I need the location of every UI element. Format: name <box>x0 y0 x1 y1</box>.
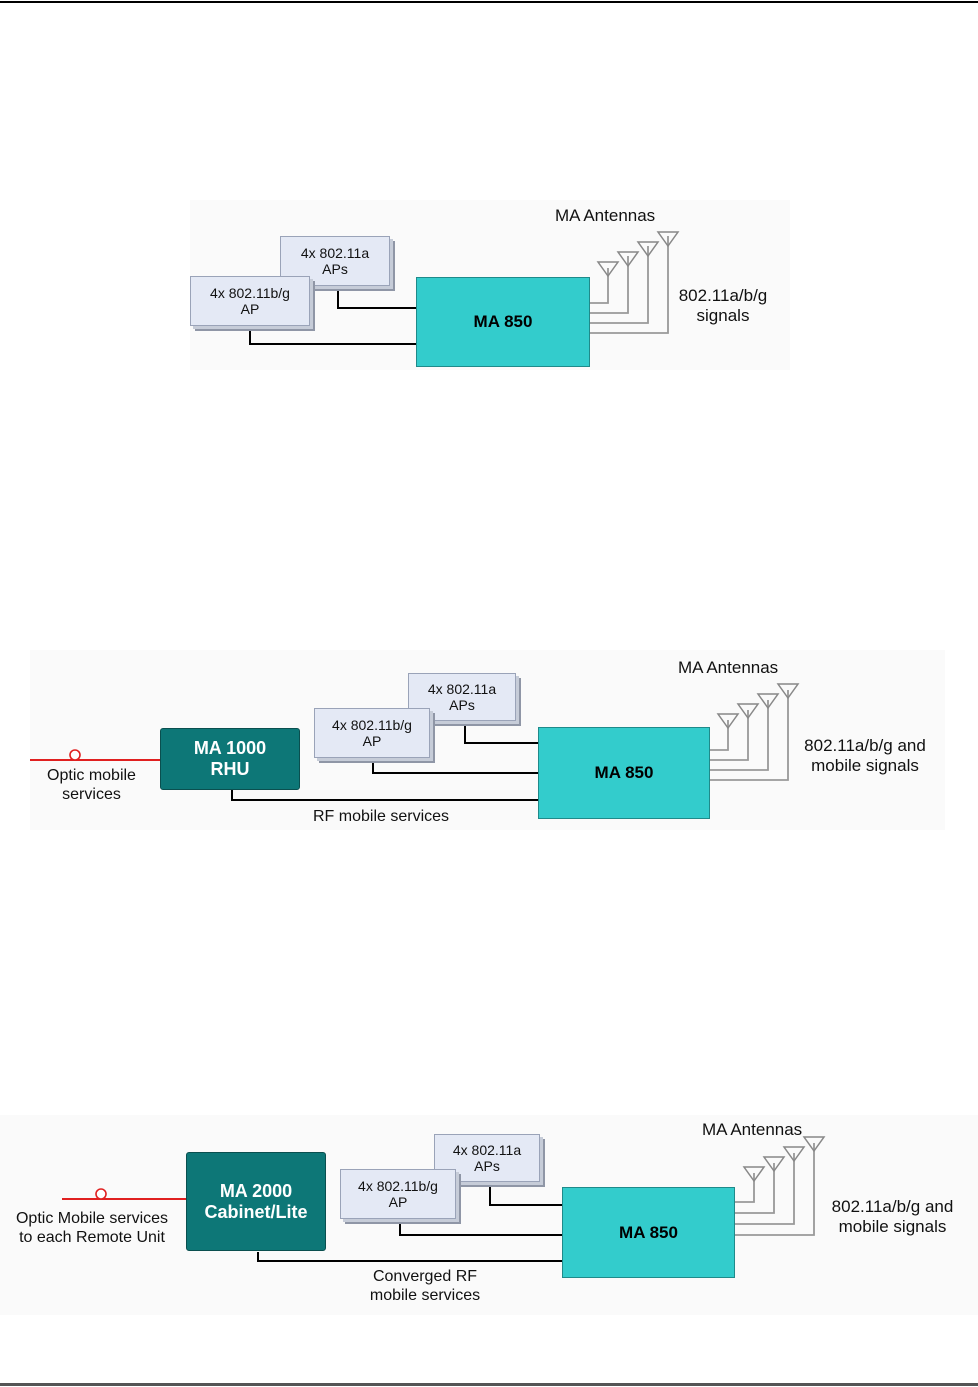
ap-box-11bg: 4x 802.11b/g AP <box>314 708 430 758</box>
ma2000-cabinet-unit: MA 2000 Cabinet/Lite <box>186 1152 326 1251</box>
line-11bg-to-hub <box>249 320 416 345</box>
unit-label-line: Cabinet/Lite <box>204 1201 308 1222</box>
antenna-icon <box>762 1156 786 1173</box>
antenna-label: MA Antennas <box>555 206 656 225</box>
rf-label: Converged RF mobile services <box>369 1268 481 1305</box>
ap-box-line: AP <box>240 301 260 317</box>
line-11a-to-hub <box>337 290 416 309</box>
ap-box-11bg: 4x 802.11b/g AP <box>340 1169 456 1219</box>
hub-label: MA 850 <box>594 763 654 783</box>
signals-label: 802.11a/b/g signals <box>678 286 768 326</box>
ma850-hub: MA 850 <box>416 277 590 367</box>
signals-label: 802.11a/b/g and mobile signals <box>831 1197 954 1237</box>
antenna-lines <box>735 1143 815 1236</box>
ap-box-line: 4x 802.11b/g <box>210 284 290 301</box>
top-rule <box>0 1 978 3</box>
antenna-icon <box>742 1166 766 1183</box>
optic-label: Optic Mobile services to each Remote Uni… <box>15 1210 169 1247</box>
diagram-1: 4x 802.11a APs 4x 802.11b/g AP MA 850 MA… <box>190 200 790 370</box>
optic-connector-icon <box>69 749 81 761</box>
antenna-icon <box>736 703 760 720</box>
ap-box-line: APs <box>449 697 475 713</box>
antenna-icon <box>636 241 660 258</box>
optic-connector-icon <box>95 1188 107 1200</box>
antenna-icon <box>616 251 640 268</box>
ap-box-line: APs <box>322 261 348 277</box>
antenna-lines <box>590 236 669 334</box>
diagram-2: MA 1000 RHU 4x 802.11a APs 4x 802.11b/g … <box>30 650 945 830</box>
unit-label-line: MA 2000 <box>219 1180 293 1201</box>
ap-box-line: 4x 802.11a <box>300 244 370 261</box>
ma1000-rhu-unit: MA 1000 RHU <box>160 728 300 790</box>
unit-label-line: RHU <box>210 759 250 779</box>
rf-label: RF mobile services <box>313 808 450 825</box>
diagram-3-connections <box>62 1136 826 1262</box>
ap-box-line: 4x 802.11b/g <box>358 1177 438 1194</box>
hub-label: MA 850 <box>473 312 533 332</box>
ap-box-line: 4x 802.11a <box>452 1141 522 1158</box>
bottom-rule <box>0 1383 978 1386</box>
antenna-icon <box>716 713 740 730</box>
unit-label-line: MA 1000 <box>193 738 267 759</box>
hub-label: MA 850 <box>619 1222 678 1242</box>
line-11a-to-hub <box>489 1183 562 1206</box>
antenna-lines <box>710 690 789 781</box>
antenna-icon <box>656 231 680 248</box>
optic-label: Optic mobile services <box>47 767 136 804</box>
ma850-hub: MA 850 <box>562 1187 735 1278</box>
antenna-label: MA Antennas <box>702 1120 803 1139</box>
antenna-icons <box>742 1136 826 1183</box>
ap-box-line: AP <box>388 1194 408 1210</box>
line-11a-to-hub <box>464 723 538 744</box>
ap-box-line: AP <box>362 733 382 749</box>
diagram-3: MA 2000 Cabinet/Lite 4x 802.11a APs 4x 8… <box>0 1115 978 1315</box>
line-rf-to-hub <box>231 790 538 801</box>
antenna-icon <box>756 693 780 710</box>
antenna-icons <box>716 683 800 730</box>
line-11bg-to-hub <box>372 758 538 774</box>
antenna-icon <box>802 1136 826 1153</box>
antenna-icon <box>776 683 800 700</box>
antenna-icon <box>782 1146 806 1163</box>
ap-box-line: APs <box>474 1158 500 1174</box>
ap-box-line: 4x 802.11a <box>427 680 497 697</box>
antenna-icon <box>596 261 620 278</box>
diagram-2-connections <box>30 683 800 801</box>
diagram-1-connections <box>249 231 680 345</box>
line-rf-to-hub <box>257 1252 562 1262</box>
ma850-hub: MA 850 <box>538 727 710 819</box>
antenna-label: MA Antennas <box>678 658 779 677</box>
antenna-icons <box>596 231 680 278</box>
ap-box-11bg: 4x 802.11b/g AP <box>190 276 310 326</box>
line-11bg-to-hub <box>399 1220 562 1236</box>
ap-box-line: 4x 802.11b/g <box>332 716 412 733</box>
signals-label: 802.11a/b/g and mobile signals <box>804 736 926 776</box>
